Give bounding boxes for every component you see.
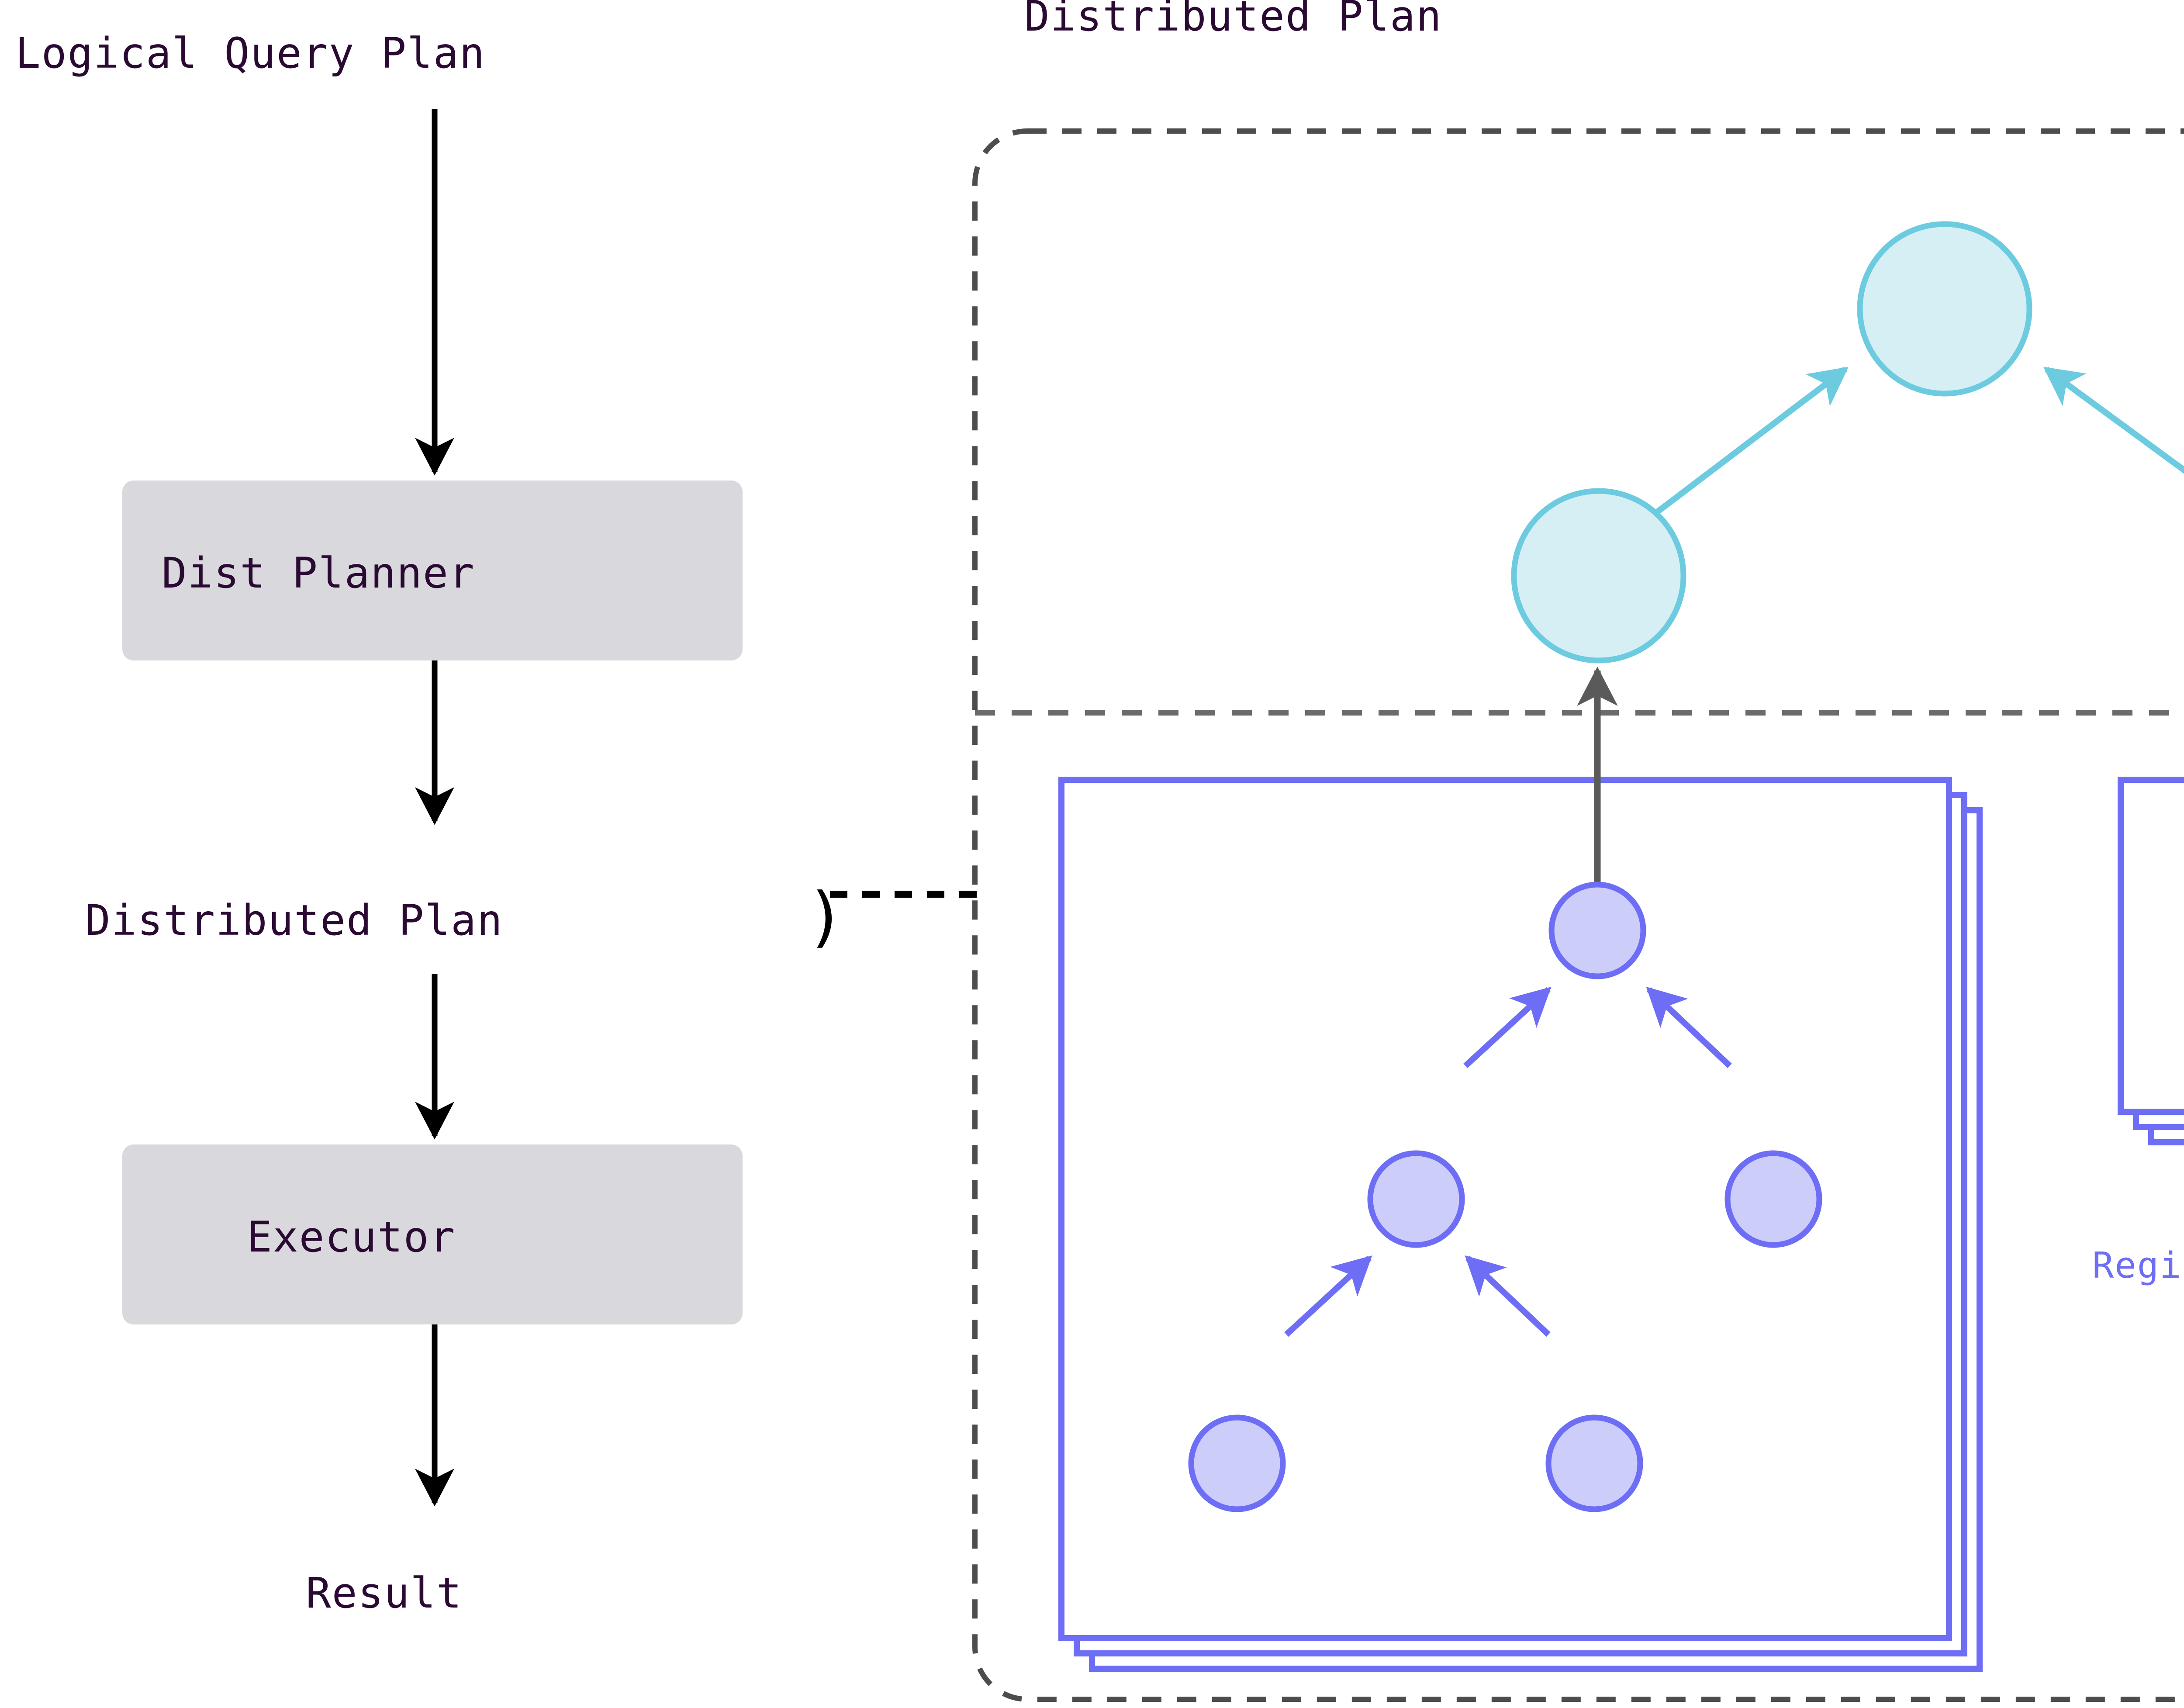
result-label: Result bbox=[306, 1569, 463, 1618]
left-region-node-mid-right[interactable] bbox=[1724, 1150, 1822, 1248]
right-region-stack bbox=[2118, 777, 2184, 1145]
right-region-card-front[interactable] bbox=[2118, 777, 2184, 1115]
edge-l4-to-l2 bbox=[1284, 1255, 1372, 1337]
dist-planner-box[interactable] bbox=[122, 481, 743, 660]
left-region-node-leaf-left[interactable] bbox=[1188, 1414, 1286, 1512]
left-region-plan-tree bbox=[1188, 882, 1822, 1512]
regions-label: Regions bbox=[2092, 1245, 2184, 1286]
distributed-plan-connector-glyph: ) bbox=[806, 879, 845, 955]
dist-planner-label: Dist Planner bbox=[162, 549, 475, 598]
left-region-stack bbox=[1058, 777, 1983, 1672]
frontend-node-root[interactable] bbox=[1857, 221, 2032, 397]
distributed-plan-container bbox=[972, 128, 2184, 1702]
distributed-plan-step-label: Distributed Plan bbox=[85, 896, 503, 945]
edge-l2-to-root bbox=[1463, 986, 1552, 1068]
left-region-node-mid-left[interactable] bbox=[1367, 1150, 1465, 1248]
logical-query-plan-label: Logical Query Plan bbox=[15, 29, 485, 78]
left-region-node-leaf-right[interactable] bbox=[1545, 1414, 1643, 1512]
left-region-node-root[interactable] bbox=[1548, 882, 1646, 979]
pipeline-column: Logical Query Plan Dist Planner Distribu… bbox=[15, 29, 845, 1618]
edge-l3-to-root bbox=[1646, 986, 1732, 1068]
frontend-node-left[interactable] bbox=[1511, 488, 1686, 664]
edge-frontend-right-to-root bbox=[2043, 366, 2184, 474]
edge-frontend-left-to-root bbox=[1653, 366, 1849, 516]
executor-box[interactable] bbox=[122, 1144, 743, 1324]
distributed-plan-title: Distributed Plan bbox=[1024, 0, 1442, 41]
edge-l5-to-l2 bbox=[1465, 1255, 1551, 1337]
frontend-plan-tree bbox=[1511, 221, 2184, 664]
executor-label: Executor bbox=[247, 1213, 456, 1262]
